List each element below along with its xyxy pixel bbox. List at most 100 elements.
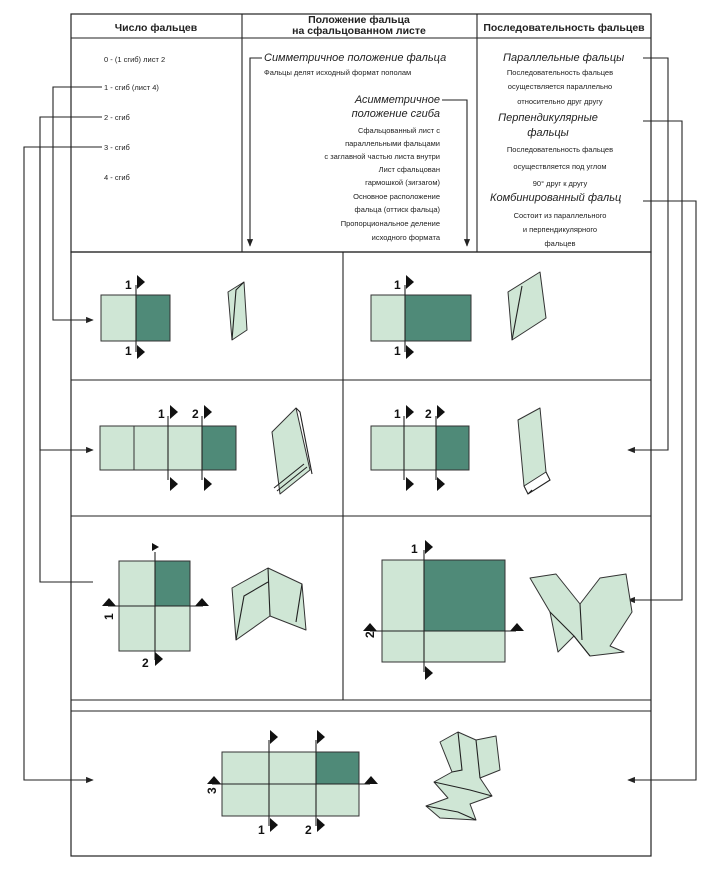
sheet-right-half	[135, 294, 171, 342]
left-connectors	[23, 86, 102, 784]
parallel-line-2: осуществляется параллельно	[508, 82, 612, 91]
fold-marker-2-bottom	[317, 818, 325, 832]
sheet-cell-3	[315, 751, 360, 785]
panel-symmetric-fold: 1 1	[100, 275, 248, 359]
fold-marker-horizontal-left	[102, 598, 116, 606]
sheet-large-part	[404, 294, 472, 342]
sheet-cell-6	[315, 783, 360, 817]
fold-marker-horizontal-left	[363, 623, 377, 631]
parallel-title: Параллельные фальцы	[503, 52, 624, 64]
fold-marker-2-bottom	[437, 477, 445, 491]
asym-title-2: положение сгиба	[352, 108, 440, 120]
folded-result	[425, 731, 501, 821]
symmetric-pointer	[246, 57, 262, 247]
fold-count-4: 4 - сгиб	[104, 173, 130, 182]
header-table: Число фальцев Положение фальца на сфальц…	[70, 13, 652, 253]
asym-line-1: Сфальцованный лист с	[358, 126, 440, 135]
fold-marker-1-top	[406, 405, 414, 419]
folded-result	[271, 407, 311, 495]
panel-combined-folds: 1 2 3	[205, 730, 501, 837]
connector-1-fold	[52, 86, 102, 324]
panel-zigzag-folds: 1 2	[370, 405, 551, 495]
perp-title-2: фальцы	[527, 127, 569, 139]
fold-marker-2-top	[204, 405, 212, 419]
fold-marker-2-bottom	[204, 477, 212, 491]
fold-marker-bottom	[406, 345, 414, 359]
fold-marker-1-bottom	[270, 818, 278, 832]
fold-label-2: 2	[142, 656, 149, 670]
asym-line-4: Лист сфальцован	[379, 165, 440, 174]
fold-marker-2-top	[317, 730, 325, 744]
perp-title-1: Перпендикулярные	[498, 112, 598, 124]
sheet-panel-1	[99, 425, 135, 471]
sheet-small-part	[370, 294, 406, 342]
perp-line-3: 90° друг к другу	[533, 179, 588, 188]
fold-label-top: 1	[394, 278, 401, 292]
sheet-cell-2	[268, 751, 317, 785]
fold-label-2: 2	[192, 407, 199, 421]
fold-label-1: 1	[102, 613, 116, 620]
connector-perpendicular	[627, 120, 683, 604]
fold-label-1: 1	[411, 542, 418, 556]
panels-grid	[70, 251, 652, 857]
asym-title-1: Асимметричное	[354, 94, 440, 106]
asym-line-2: параллельными фальцами	[345, 139, 440, 148]
sheet-bottom-left	[381, 630, 425, 663]
connector-4-fold	[23, 146, 102, 784]
sheet-bottom-right	[423, 630, 506, 663]
fold-marker-vertical-bottom	[155, 652, 163, 666]
right-connectors	[627, 57, 697, 784]
combined-line-1: Состоит из параллельного	[514, 211, 607, 220]
fold-marker-3-right	[364, 776, 378, 784]
fold-marker-1-top	[270, 730, 278, 744]
fold-marker-bottom	[137, 345, 145, 359]
fold-label-1: 1	[158, 407, 165, 421]
fold-marker-top	[406, 275, 414, 289]
folded-result-edge	[511, 285, 523, 341]
folded-result-edges	[235, 567, 303, 641]
sheet-panel-4	[201, 425, 237, 471]
fold-label-bottom: 1	[394, 344, 401, 358]
folded-result	[507, 271, 547, 341]
combined-line-2: и перпендикулярного	[523, 225, 597, 234]
folded-result	[227, 281, 248, 341]
fold-marker-1-top	[170, 405, 178, 419]
parallel-line-1: Последовательность фальцев	[507, 68, 613, 77]
fold-label-1: 1	[394, 407, 401, 421]
connector-parallel	[627, 57, 669, 454]
fold-label-2: 2	[425, 407, 432, 421]
perp-line-1: Последовательность фальцев	[507, 145, 613, 154]
fold-count-2: 2 - сгиб	[104, 113, 130, 122]
asym-line-9: исходного формата	[372, 233, 441, 242]
asym-line-8: Пропорциональное деление	[341, 219, 440, 228]
folded-result-edges	[549, 603, 591, 657]
fold-count-0: 0 - (1 сгиб) лист 2	[104, 55, 165, 64]
combined-title: Комбинированный фальц	[490, 192, 621, 204]
asym-line-7: фальца (оттиск фальца)	[355, 205, 441, 214]
parallel-line-3: относительно друг другу	[517, 97, 603, 106]
sheet-cell-4	[221, 783, 270, 817]
folded-result-edges	[273, 407, 313, 492]
fold-label-top: 1	[125, 278, 132, 292]
panel-parallel-folds: 1 2	[99, 405, 313, 495]
fold-label-3: 3	[205, 787, 219, 794]
fold-label-2: 2	[363, 631, 377, 638]
combined-line-3: фальцев	[545, 239, 576, 248]
asym-pointer	[442, 99, 471, 247]
sheet-bottom-left	[118, 605, 156, 652]
symmetric-title: Симметричное положение фальца	[264, 52, 446, 64]
asym-line-3: с заглавной частью листа внутри	[324, 152, 440, 161]
header-position-1: Положение фальца	[308, 14, 410, 26]
sheet-panel-1	[370, 425, 405, 471]
sheet-cell-5	[268, 783, 317, 817]
panel-asymmetric-fold: 1 1	[370, 271, 547, 359]
sheet-top-right	[154, 560, 191, 607]
fold-marker-1-bottom	[170, 477, 178, 491]
sheet-panel-2	[403, 425, 437, 471]
sheet-top-left	[381, 559, 425, 632]
perp-line-2: осуществляется под углом	[513, 162, 606, 171]
fold-marker-2-top	[437, 405, 445, 419]
sheet-cell-1	[221, 751, 270, 785]
